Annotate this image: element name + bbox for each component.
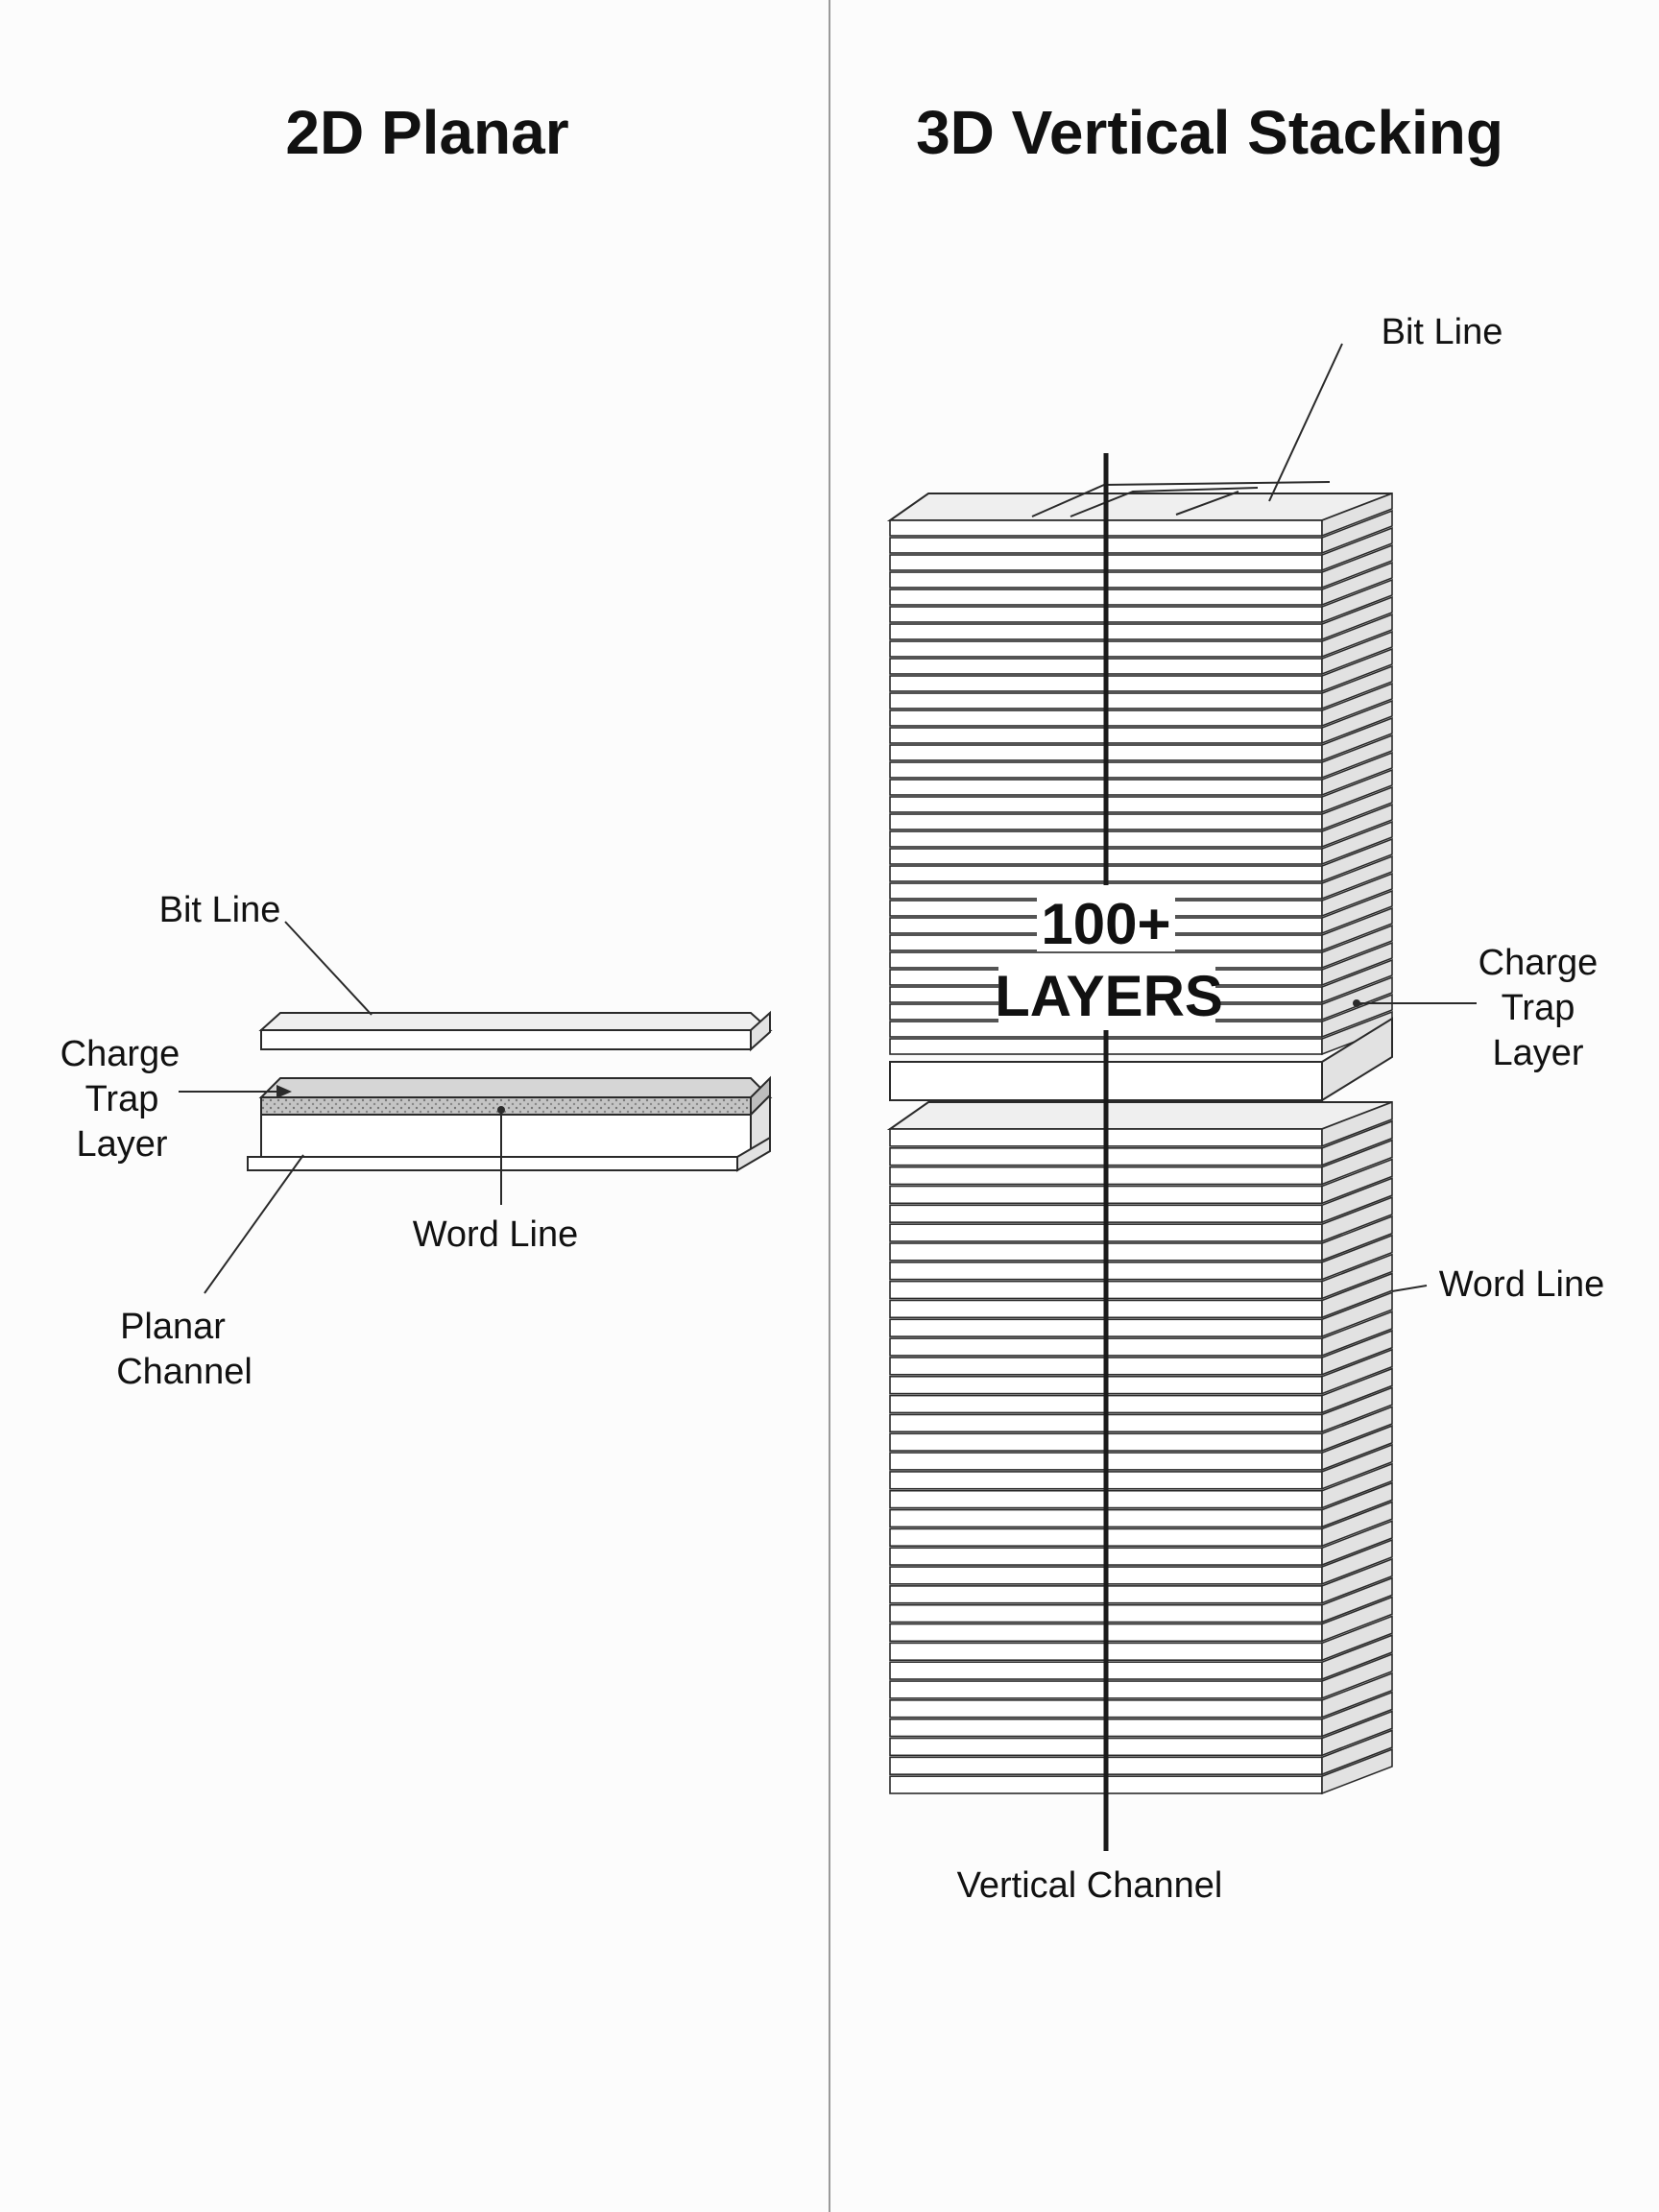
vertical-charge-trap-label-2: Trap [1502, 988, 1575, 1028]
planar-channel-side [736, 1136, 771, 1172]
planar-title: 2D Planar [285, 98, 568, 167]
planar-channel-label-2: Channel [116, 1352, 252, 1392]
planar-bit-line-side [750, 1010, 771, 1052]
lower-stack-layer [886, 1100, 1393, 1147]
vertical-charge-trap-label-3: Layer [1492, 1033, 1583, 1073]
planar-charge-trap-top [258, 1077, 773, 1098]
planar-panel: 2D Planar Bit Line Char [60, 98, 773, 1392]
vertical-stack [886, 453, 1393, 1851]
planar-cell-drawing [247, 1010, 773, 1172]
layers-badge-count: 100+ [1041, 892, 1170, 956]
planar-charge-trap-layer [260, 1096, 752, 1116]
vertical-bit-line-leader [1268, 343, 1343, 502]
vertical-bit-line-label: Bit Line [1382, 312, 1503, 352]
vertical-channel-label: Vertical Channel [957, 1865, 1223, 1906]
planar-charge-trap-label-2: Trap [85, 1079, 159, 1119]
middle-separator-side [1321, 1017, 1393, 1102]
planar-channel-leader [204, 1154, 304, 1294]
vertical-word-line-leader [1391, 1285, 1428, 1292]
planar-word-line-body [260, 1114, 752, 1158]
vertical-charge-trap-label-1: Charge [1479, 943, 1599, 983]
planar-charge-trap-label-1: Charge [60, 1034, 180, 1074]
planar-word-line-dot [497, 1106, 505, 1114]
vertical-title: 3D Vertical Stacking [916, 98, 1503, 167]
planar-channel-base [247, 1156, 738, 1171]
vertical-word-line-label: Word Line [1439, 1264, 1605, 1305]
planar-channel-label-1: Planar [120, 1307, 226, 1347]
vertical-panel: 3D Vertical Stacking 100+ LAYERS [886, 98, 1605, 1906]
planar-leaders [179, 921, 502, 1294]
vertical-leaders [1268, 343, 1477, 1292]
planar-charge-trap-arrow [276, 1085, 292, 1098]
layers-badge-backdrop-1 [1037, 888, 1175, 951]
layers-badge-backdrop-2 [998, 960, 1215, 1023]
layers-badge-word: LAYERS [995, 964, 1223, 1028]
planar-bit-line-label: Bit Line [159, 890, 281, 930]
planar-bit-line-slab [260, 1029, 752, 1050]
planar-bit-line-leader [284, 921, 373, 1016]
lower-stack [886, 1100, 1393, 1795]
vertical-charge-trap-dot [1353, 999, 1360, 1007]
planar-word-line-label: Word Line [413, 1214, 579, 1255]
planar-bit-line-top [258, 1012, 773, 1031]
upper-stack-layer [886, 492, 1393, 538]
upper-stack [886, 492, 1393, 1056]
planar-charge-trap-label-3: Layer [76, 1124, 167, 1165]
